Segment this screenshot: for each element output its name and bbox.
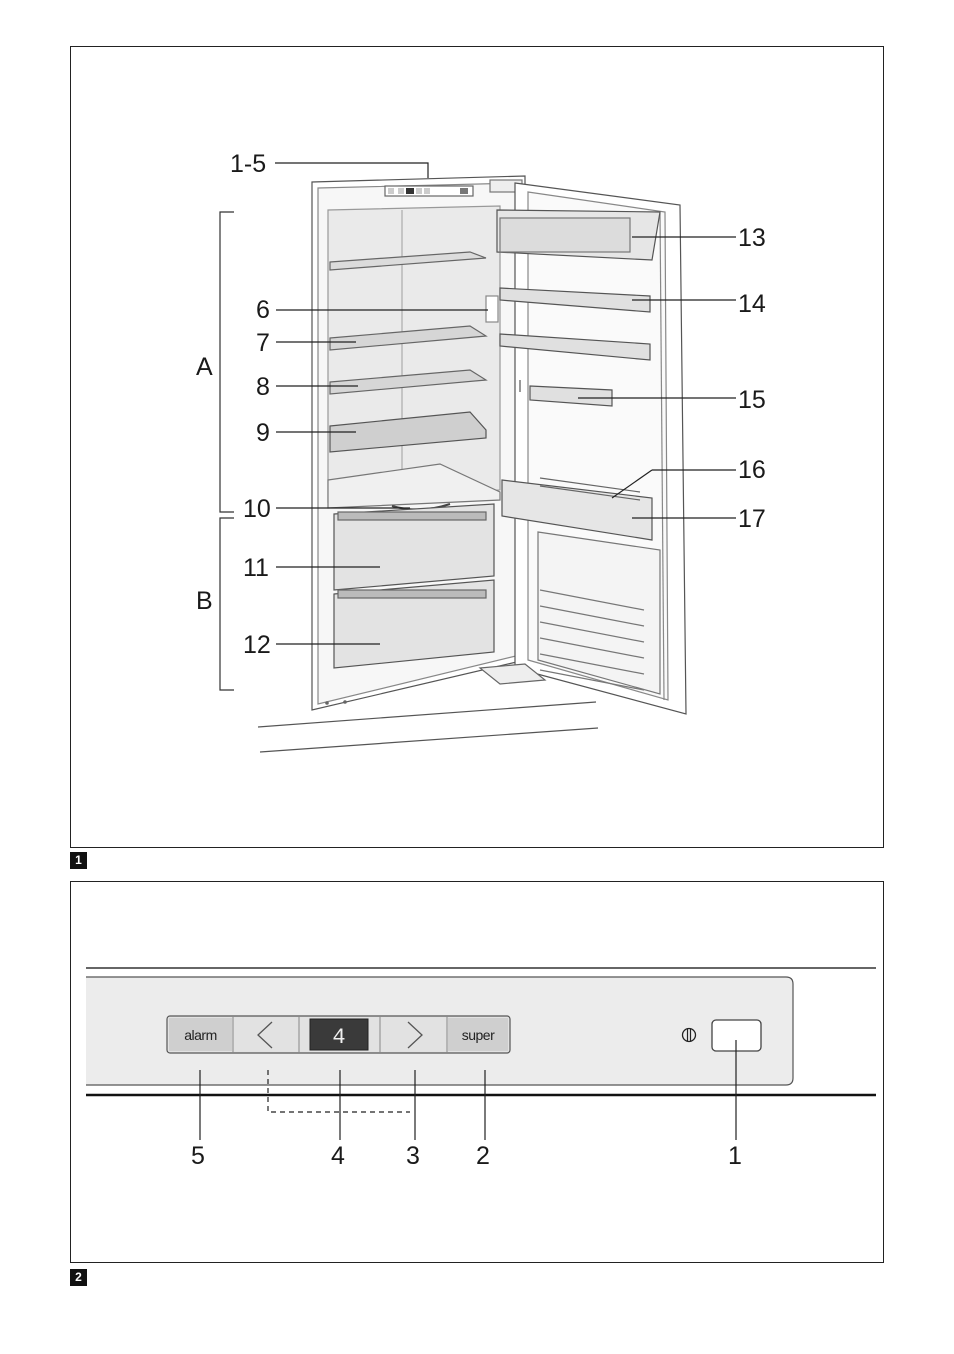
fridge-door [478,182,687,715]
shelf-7 [329,325,488,351]
bracket-a [219,211,234,513]
super-button-label: super [461,1026,495,1043]
callout-10: 10 [243,495,271,523]
callout-1-5: 1-5 [230,150,266,178]
callout-14: 14 [738,290,766,318]
figure-2-badge: 2 [70,1269,87,1286]
callout-16: 16 [738,456,766,484]
super-button[interactable]: super [448,1018,508,1051]
fridge-cabinet [311,175,526,711]
callout-15: 15 [738,386,766,414]
figure-2-panel [70,881,884,1263]
shelf-8 [329,369,488,395]
callout-6: 6 [256,296,270,324]
figure-1-badge: 1 [70,852,87,869]
callout-13: 13 [738,224,766,252]
drawer-11 [333,503,495,591]
callout-11: 11 [243,554,269,582]
door-bin-lines [539,589,645,691]
shelf-9 [329,411,487,453]
leader-lines-fig1 [275,162,736,645]
callout-12: 12 [243,631,271,659]
group-label-a: A [196,353,213,381]
interior-light [485,295,499,323]
drawer-12 [333,579,495,669]
callout-8: 8 [256,373,270,401]
rack-upper-2 [499,333,651,361]
floor-line-front [259,727,599,753]
group-label-b: B [196,587,213,615]
callout-9: 9 [256,419,270,447]
rack-17 [501,479,653,541]
power-switch-button[interactable] [712,1020,761,1051]
increase-temperature-button[interactable] [381,1018,446,1051]
rack-15 [529,385,613,407]
callout-17: 17 [738,505,766,533]
shelf-top [329,251,487,271]
shelf-10 [327,463,501,509]
callout-7: 7 [256,329,270,357]
decrease-temperature-button[interactable] [234,1018,298,1051]
bracket-b [219,517,234,691]
alarm-button-label: alarm [184,1026,217,1043]
alarm-button[interactable]: alarm [169,1018,232,1051]
rack-14 [499,287,651,313]
floor-line-back [257,701,597,728]
